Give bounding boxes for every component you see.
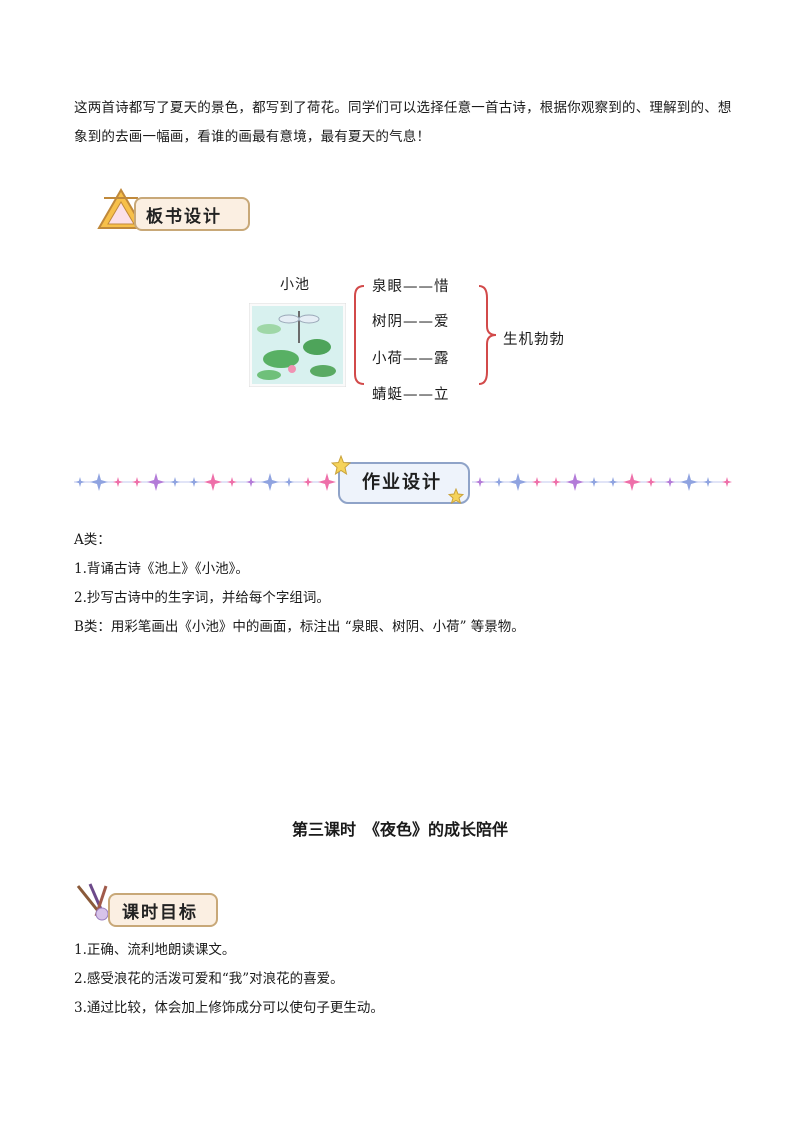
sparkle-icon (303, 477, 313, 487)
sparkle-icon (589, 477, 599, 487)
sparkle-icon (475, 477, 485, 487)
triangle-icon (97, 188, 145, 229)
sparkle-icon (75, 477, 85, 487)
board-row-1-left: 泉眼 (372, 279, 403, 295)
board-row-3-left: 小荷 (372, 351, 403, 367)
board-row-2-left: 树阴 (372, 314, 403, 330)
homework-line-1: A类： (74, 532, 111, 548)
sparkle-icon (318, 473, 336, 491)
homework-line-4: B类：用彩笔画出《小池》中的画面，标注出 “泉眼、树阴、小荷” 等景物。 (74, 619, 525, 635)
sparkle-icon (623, 473, 641, 491)
homework-line-2: 1.背诵古诗《池上》《小池》。 (74, 561, 249, 577)
sparkle-icon (227, 477, 237, 487)
board-row-2-dash: —— (403, 314, 434, 330)
sparkle-icon (680, 473, 698, 491)
board-row-4: 蜻蜓——立 (372, 383, 450, 404)
board-row-4-right: 立 (434, 387, 450, 403)
lesson-title: 第三课时 《夜色》的成长陪伴 (291, 820, 508, 839)
goal-line-1: 1.正确、流利地朗读课文。 (74, 942, 236, 958)
sparkle-icon (113, 477, 123, 487)
sparkle-icon (189, 477, 199, 487)
sparkle-icon (494, 477, 504, 487)
board-row-1-dash: —— (403, 279, 434, 295)
board-row-2-right: 爱 (434, 314, 450, 330)
board-row-3-dash: —— (403, 351, 434, 367)
homework-label: 作业设计 (362, 472, 442, 493)
sparkle-icon (646, 477, 656, 487)
sparkle-icon (703, 477, 713, 487)
sparkle-icon (147, 473, 165, 491)
sparkle-icon (261, 473, 279, 491)
intro-paragraph: 这两首诗都写了夏天的景色，都写到了荷花。同学们可以选择任意一首古诗，根据你观察到… (74, 100, 732, 145)
star-icon (448, 488, 464, 504)
sparkle-icon (608, 477, 618, 487)
board-row-4-dash: —— (403, 387, 434, 403)
sparkle-icon (90, 473, 108, 491)
lotus-pond-illustration (249, 303, 346, 387)
right-brace (478, 285, 497, 385)
left-brace (354, 285, 365, 385)
sparkle-icon (204, 473, 222, 491)
star-icon (331, 455, 351, 475)
sparkle-icon (170, 477, 180, 487)
sparkle-divider (74, 473, 732, 491)
board-row-3: 小荷——露 (372, 347, 450, 368)
board-summary: 生机勃勃 (503, 332, 565, 348)
poem-title: 小池 (280, 277, 310, 293)
sparkle-icon (246, 477, 256, 487)
sparkle-icon (665, 477, 675, 487)
sparkle-icon (722, 477, 732, 487)
sparkle-icon (566, 473, 584, 491)
homework-line-3: 2.抄写古诗中的生字词，并给每个字组词。 (74, 590, 330, 606)
sparkle-icon (509, 473, 527, 491)
goal-line-3: 3.通过比较，体会加上修饰成分可以使句子更生动。 (74, 1000, 384, 1016)
brushes-icon (76, 883, 109, 921)
sparkle-icon (551, 477, 561, 487)
goals-label: 课时目标 (108, 893, 218, 927)
board-row-1: 泉眼——惜 (372, 275, 450, 296)
board-row-4-left: 蜻蜓 (372, 387, 403, 403)
board-row-3-right: 露 (434, 351, 450, 367)
homework-label-frame (338, 462, 470, 504)
sparkle-icon (284, 477, 294, 487)
goal-line-2: 2.感受浪花的活泼可爱和“我”对浪花的喜爱。 (74, 971, 344, 987)
sparkle-icon (532, 477, 542, 487)
board-row-2: 树阴——爱 (372, 310, 450, 331)
sparkle-icon (132, 477, 142, 487)
board-row-1-right: 惜 (434, 279, 450, 295)
board-design-label: 板书设计 (134, 197, 250, 231)
